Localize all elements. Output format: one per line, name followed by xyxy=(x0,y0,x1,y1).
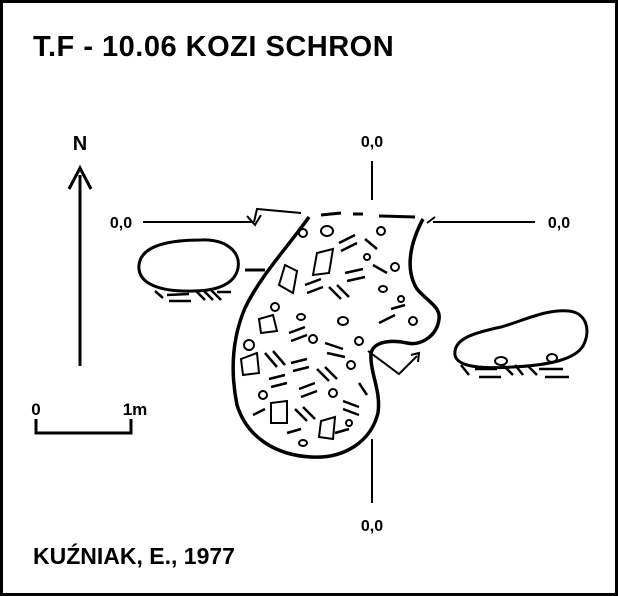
section-label-bottom: 0,0 xyxy=(361,518,383,535)
scale-end-label: 1m xyxy=(123,400,148,419)
survey-author-credit: KUŹNIAK, E., 1977 xyxy=(33,543,235,569)
section-lines xyxy=(143,161,535,503)
section-label-left: 0,0 xyxy=(110,215,132,232)
north-arrow: N xyxy=(67,133,93,366)
cave-floor-fill xyxy=(239,225,418,447)
scale-start-label: 0 xyxy=(31,400,40,419)
boulder-right xyxy=(453,309,589,379)
section-label-right: 0,0 xyxy=(548,215,570,232)
plan-title: T.F - 10.06 KOZI SCHRON xyxy=(33,31,395,63)
cave-plan-drawing: N 0 1m 0,0 0,0 0,0 0,0 xyxy=(31,133,589,535)
cave-outline xyxy=(231,211,441,459)
section-label-top: 0,0 xyxy=(361,134,383,151)
boulder-left xyxy=(137,238,240,303)
scale-bar: 0 1m xyxy=(31,400,148,435)
north-label: N xyxy=(73,133,87,155)
